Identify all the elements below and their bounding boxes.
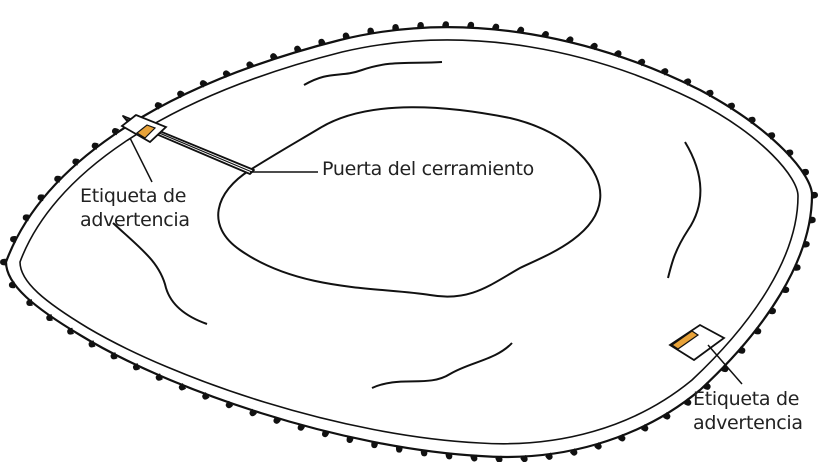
spring-pad-icon — [199, 80, 208, 88]
spring-pad-icon — [786, 149, 794, 157]
spring-pad-icon — [67, 327, 74, 335]
label-warning-right-line1: Etiqueta de — [693, 388, 800, 410]
frame-inner-edge — [19, 39, 799, 445]
crease-line-1 — [303, 61, 443, 86]
spring-pad-icon — [132, 363, 141, 371]
spring-pad-icon — [802, 168, 809, 176]
spring-pad-icon — [541, 30, 549, 39]
spring-pad-icon — [445, 452, 453, 460]
spring-pad-icon — [294, 45, 302, 53]
spring-pad-icon — [545, 452, 553, 460]
spring-pad-icon — [155, 373, 163, 381]
spring-pad-icon — [346, 436, 354, 444]
spring-pad-icon — [594, 442, 602, 450]
crease-line-4 — [371, 342, 513, 389]
spring-pad-icon — [706, 89, 714, 98]
crease-line-3 — [112, 222, 208, 325]
spring-pad-icon — [617, 434, 626, 442]
spring-pad-icon — [46, 314, 53, 322]
spring-pad-icon — [371, 441, 379, 449]
crease-line-2 — [667, 141, 702, 279]
spring-pad-icon — [10, 235, 17, 243]
spring-pad-icon — [768, 132, 776, 140]
spring-pad-icon — [111, 128, 119, 136]
spring-pad-icon — [417, 21, 424, 29]
spring-pad-icon — [177, 90, 185, 99]
spring-pad-icon — [395, 446, 403, 453]
warning-label-right — [668, 323, 726, 362]
spring-pad-icon — [738, 346, 746, 354]
spring-pad-icon — [88, 340, 96, 348]
spring-pad-icon — [442, 21, 449, 28]
spring-pad-icon — [492, 23, 500, 31]
spring-pad-icon — [246, 61, 254, 69]
spring-pad-icon — [614, 50, 622, 58]
spring-pad-icon — [367, 27, 375, 35]
spring-pad-icon — [520, 454, 528, 462]
spring-pad-icon — [809, 216, 816, 224]
spring-pad-icon — [803, 240, 810, 248]
spring-pad-icon — [8, 281, 16, 289]
spring-pad-icon — [273, 416, 281, 424]
spring-pad-icon — [420, 450, 428, 457]
label-warning-right-line2: advertencia — [693, 412, 803, 434]
spring-pad-icon — [782, 286, 790, 294]
spring-pad-icon — [661, 68, 669, 76]
spring-pad-icon — [467, 21, 475, 29]
spring-pad-icon — [322, 430, 330, 438]
spring-pad-icon — [703, 382, 711, 390]
leader-line-warning-right — [707, 344, 743, 385]
spring-pad-icon — [794, 264, 801, 271]
spring-pad-icon — [516, 26, 525, 34]
leader-line-warning-left — [129, 137, 153, 183]
spring-pad-icon — [297, 423, 306, 431]
spring-pad-icon — [222, 70, 231, 78]
spring-pad-icon — [769, 307, 776, 315]
warning-label-left — [120, 113, 168, 144]
label-warning-left-line1: Etiqueta de — [80, 185, 187, 207]
spring-pad-icon — [0, 258, 7, 266]
spring-pad-icon — [318, 38, 326, 46]
label-warning-left-line2: advertencia — [80, 209, 190, 231]
spring-pad-icon — [663, 412, 671, 420]
spring-pad-icon — [590, 42, 598, 51]
spring-pad-icon — [470, 454, 478, 462]
spring-pad-icon — [637, 58, 646, 67]
spring-pad-icon — [110, 352, 118, 360]
spring-pads — [0, 21, 818, 462]
spring-pad-icon — [754, 327, 762, 335]
spring-pad-icon — [641, 424, 649, 432]
spring-pad-icon — [569, 448, 578, 456]
spring-pad-icon — [91, 142, 99, 150]
spring-pad-icon — [748, 116, 756, 124]
spring-pad-icon — [22, 214, 29, 222]
spring-pad-icon — [37, 194, 45, 202]
spring-pad-icon — [684, 398, 692, 406]
spring-pad-icon — [495, 455, 503, 462]
spring-pad-icon — [727, 102, 735, 110]
spring-pad-icon — [683, 78, 692, 86]
spring-pad-icon — [249, 408, 257, 417]
spring-pad-icon — [154, 102, 163, 110]
spring-pad-icon — [72, 158, 80, 166]
spring-pad-icon — [565, 36, 574, 44]
spring-pad-icon — [811, 191, 818, 199]
spring-pad-icon — [54, 175, 61, 183]
spring-pad-icon — [26, 299, 33, 307]
jumping-mat-outline — [217, 106, 602, 298]
spring-pad-icon — [178, 383, 187, 391]
spring-pad-icon — [342, 32, 350, 40]
label-enclosure-gate: Puerta del cerramiento — [322, 158, 534, 180]
spring-pad-icon — [225, 400, 234, 409]
spring-pad-icon — [392, 24, 399, 31]
spring-pad-icon — [270, 53, 278, 61]
spring-pad-icon — [202, 392, 210, 400]
